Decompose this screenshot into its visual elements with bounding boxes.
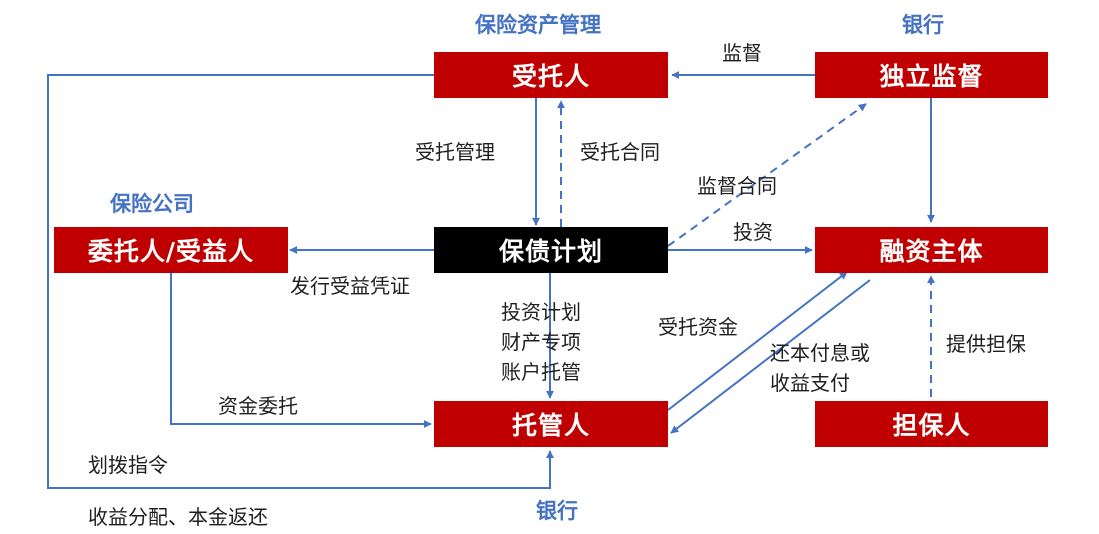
caption-bank-bottom: 银行 [536,499,578,523]
label-fund-entrust: 资金委托 [218,394,298,418]
label-plan-account-custody: 投资计划 财产专项 账户托管 [501,297,581,387]
arrow-transfer-instruction [47,74,554,489]
label-plan-account-line: 财产专项 [501,330,581,354]
label-issue-certificate: 发行受益凭证 [290,274,410,298]
node-debt-plan: 保债计划 [434,227,668,273]
label-repayment: 还本付息或 收益支付 [770,338,870,398]
label-plan-account-line: 账户托管 [501,360,581,384]
label-income-distribution: 收益分配、本金返还 [88,505,268,529]
label-repayment-line: 还本付息或 [770,341,870,365]
node-custodian: 托管人 [434,401,668,447]
arrow-entrusted-funds [667,271,848,411]
label-supervise: 监督 [722,41,762,65]
label-supervision-contract: 监督合同 [697,174,777,198]
label-trust-contract: 受托合同 [580,140,660,164]
label-entrusted-funds: 受托资金 [658,315,738,339]
caption-insurance-company: 保险公司 [110,192,194,216]
node-independent-supervision: 独立监督 [815,52,1048,98]
label-trust-management: 受托管理 [415,140,495,164]
node-principal-beneficiary: 委托人/受益人 [54,227,288,273]
caption-bank-top: 银行 [902,13,944,37]
label-transfer-instruction: 划拨指令 [88,453,168,477]
node-financing-entity: 融资主体 [815,227,1048,273]
label-invest: 投资 [733,220,773,244]
label-repayment-line: 收益支付 [770,371,850,395]
node-guarantor: 担保人 [815,401,1048,447]
label-plan-account-line: 投资计划 [501,300,581,324]
arrow-fund-entrust [170,272,432,428]
arrow-repayment [670,279,871,434]
caption-asset-management: 保险资产管理 [475,13,601,37]
label-provide-guarantee: 提供担保 [946,332,1026,356]
arrow-supervision-contract [667,103,867,247]
node-trustee: 受托人 [434,52,668,98]
